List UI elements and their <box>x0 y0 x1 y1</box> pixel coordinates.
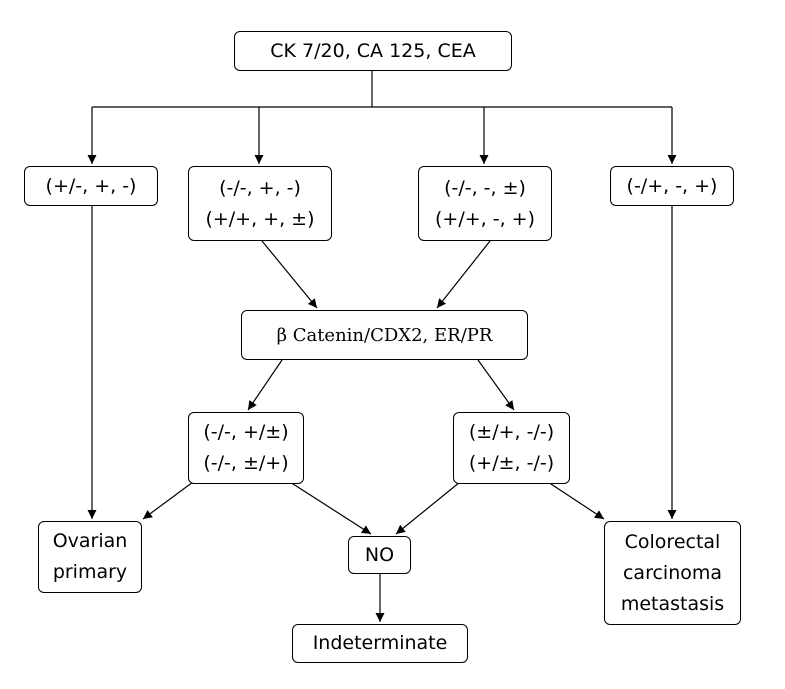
indeterminate-label: Indeterminate <box>312 632 448 654</box>
sub-left-box: (-/-, +/±) (-/-, ±/+) <box>188 412 304 484</box>
colorectal-line2: carcinoma <box>622 561 723 584</box>
branch2-line2: (+/+, +, ±) <box>205 207 315 230</box>
second-panel-label: β Catenin/CDX2, ER/PR <box>276 324 493 346</box>
indeterminate-box: Indeterminate <box>292 624 468 663</box>
branch4-box: (-/+, -, +) <box>610 166 734 206</box>
ovarian-primary-box: Ovarian primary <box>38 521 142 593</box>
arrow-panel-to-sub-left <box>247 359 283 411</box>
arrow-sub-right-to-no <box>395 481 461 535</box>
branch4-label: (-/+, -, +) <box>626 174 718 197</box>
no-box: NO <box>348 536 411 574</box>
sub-left-line2: (-/-, ±/+) <box>203 452 289 474</box>
branch2-line1: (-/-, +, -) <box>219 176 301 199</box>
branch1-label: (+/-, +, -) <box>45 174 137 197</box>
ovarian-line1: Ovarian <box>52 530 128 552</box>
arrow-branch2-to-panel <box>261 240 318 309</box>
sub-left-line1: (-/-, +/±) <box>203 421 289 443</box>
sub-right-line1: (±/+, -/-) <box>468 421 555 443</box>
arrow-sub-right-to-colorectal <box>547 481 605 520</box>
branch1-box: (+/-, +, -) <box>24 166 158 206</box>
branch3-line1: (-/-, -, ±) <box>444 176 526 199</box>
sub-right-line2: (+/±, -/-) <box>468 452 555 474</box>
sub-right-box: (±/+, -/-) (+/±, -/-) <box>453 412 570 484</box>
root-label: CK 7/20, CA 125, CEA <box>270 39 476 62</box>
branch3-line2: (+/+, -, +) <box>434 207 535 230</box>
colorectal-line3: metastasis <box>620 592 725 615</box>
colorectal-metastasis-box: Colorectal carcinoma metastasis <box>604 521 741 625</box>
second-panel-box: β Catenin/CDX2, ER/PR <box>241 310 528 360</box>
branch2-box: (-/-, +, -) (+/+, +, ±) <box>188 166 332 241</box>
ovarian-line2: primary <box>52 561 128 583</box>
root-connector <box>92 69 672 108</box>
arrow-sub-left-to-no <box>289 481 372 535</box>
root-box: CK 7/20, CA 125, CEA <box>234 31 512 71</box>
colorectal-line1: Colorectal <box>624 530 721 553</box>
arrow-sub-left-to-ovarian <box>142 481 194 520</box>
arrow-panel-to-sub-right <box>477 359 515 411</box>
branch3-box: (-/-, -, ±) (+/+, -, +) <box>418 166 552 241</box>
no-label: NO <box>364 543 395 566</box>
arrow-branch3-to-panel <box>436 240 491 309</box>
